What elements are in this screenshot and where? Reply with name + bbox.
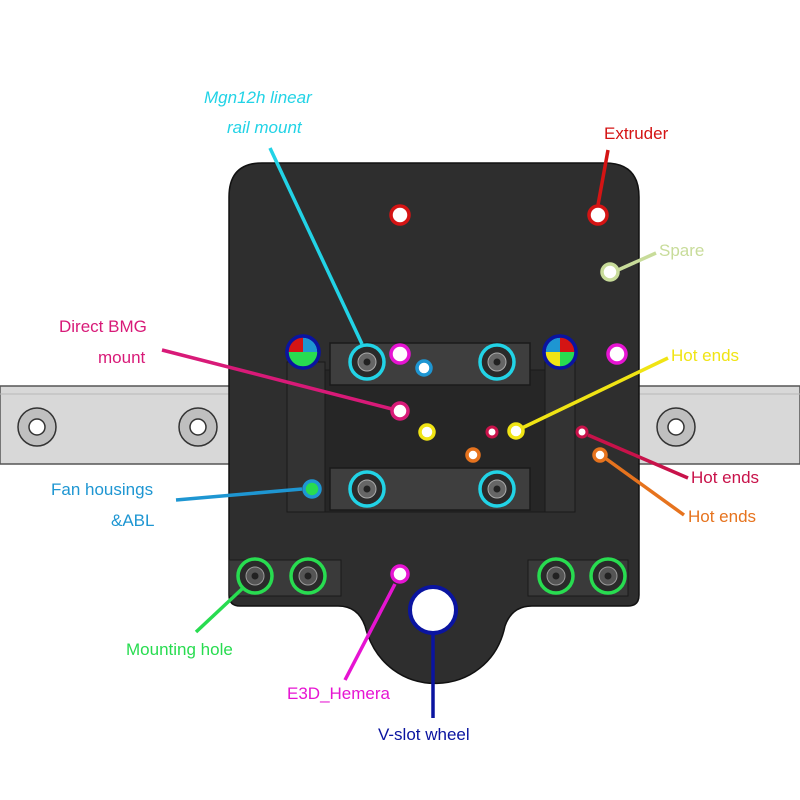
hot-end-crimson-marker (485, 425, 499, 439)
label-e3d-hemera: E3D_Hemera (287, 684, 390, 703)
hot-end-yellow-marker (418, 423, 436, 441)
label-hot-ends-orange: Hot ends (688, 507, 757, 526)
shared-hole-markers (285, 334, 578, 370)
label-fan-line2: &ABL (111, 511, 155, 530)
mounting-hole-markers (236, 557, 627, 595)
label-bmg-line1: Direct BMG (59, 317, 147, 336)
magenta-marker (606, 343, 628, 365)
mgn-mount-markers (348, 343, 516, 508)
leader-lines (161, 147, 689, 718)
bmg-marker (390, 401, 410, 421)
hot-end-orange-marker (592, 447, 608, 463)
label-mgn-line1: Mgn12h linear (204, 88, 312, 107)
label-spare: Spare (659, 241, 705, 260)
label-extruder: Extruder (604, 124, 669, 143)
label-hot-ends-yellow: Hot ends (671, 346, 740, 365)
e3d-hemera-marker (390, 564, 410, 584)
label-vslot-wheel: V-slot wheel (378, 725, 470, 744)
label-hot-ends-crimson: Hot ends (691, 468, 760, 487)
fan-abl-marker (302, 479, 322, 499)
label-mounting-hole: Mounting hole (126, 640, 233, 659)
extruder-marker (389, 204, 411, 226)
label-bmg-line2: mount (98, 348, 146, 367)
hot-end-orange-marker (465, 447, 481, 463)
spare-marker (600, 262, 620, 282)
extruder-marker (587, 204, 609, 226)
label-mgn-line2: rail mount (227, 118, 302, 137)
magenta-marker (389, 343, 411, 365)
hot-end-crimson-marker (575, 425, 589, 439)
fan-marker (415, 359, 433, 377)
hot-end-yellow-marker (507, 422, 525, 440)
vslot-wheel-marker (408, 585, 458, 635)
label-fan-line1: Fan housings (51, 480, 154, 499)
